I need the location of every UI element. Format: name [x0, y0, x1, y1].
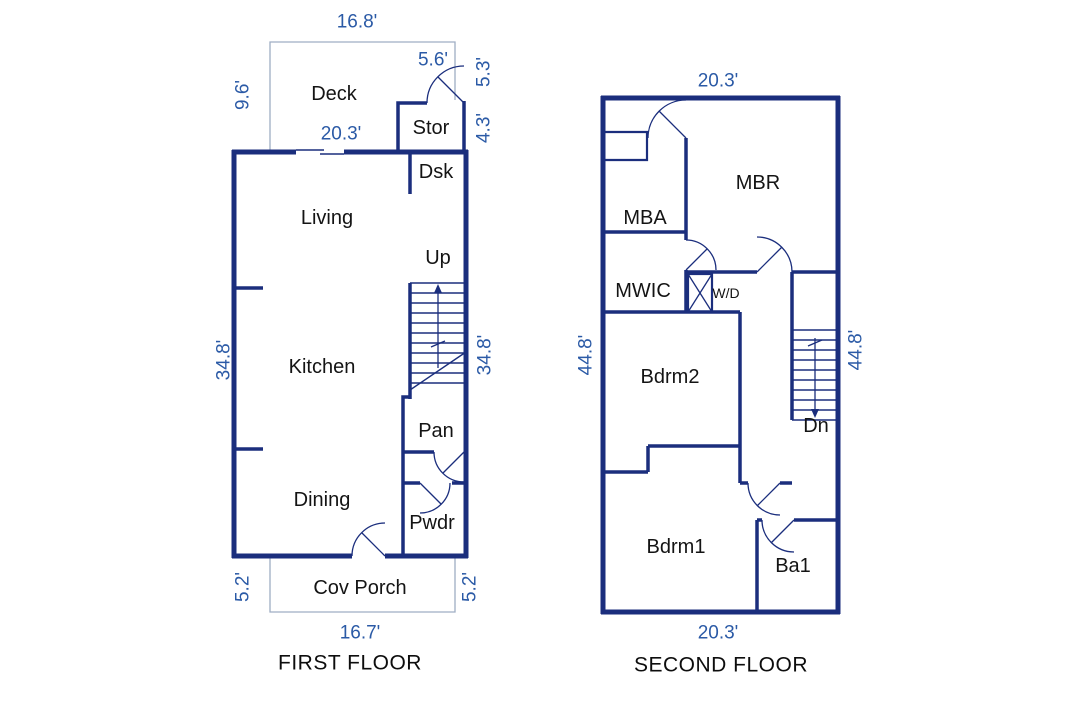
second-floor-plan: MBR MBA MWIC W/D Bdrm2 Dn Bdrm1 Ba1 20.3…	[576, 71, 867, 677]
stairs-up-arrowhead	[434, 284, 442, 293]
first-floor-title: FIRST FLOOR	[278, 652, 422, 675]
room-label-stor: Stor	[413, 117, 450, 139]
wd-cross-2	[687, 273, 713, 313]
dim-porch-depth-left: 5.2'	[233, 572, 254, 602]
room-label-bdrm1: Bdrm1	[647, 536, 706, 558]
room-label-mbr: MBR	[736, 172, 780, 194]
wd-box	[686, 272, 714, 314]
mwic-door-leaf	[685, 248, 708, 271]
pwdr-door-leaf	[419, 482, 442, 505]
dim-stor-depth: 5.3'	[474, 57, 495, 87]
first-floor-exterior-wall	[231, 149, 469, 559]
dim-stor-door-width: 5.6'	[418, 50, 448, 71]
room-label-living: Living	[301, 207, 353, 229]
dim-second-depth-right: 44.8'	[846, 330, 867, 371]
room-label-pwdr: Pwdr	[409, 512, 455, 534]
stairs-down-arrowhead	[811, 409, 819, 418]
deck-outline	[269, 41, 456, 152]
dim-stor-height: 4.3'	[474, 113, 495, 143]
stairs-up	[409, 282, 467, 391]
room-label-dn: Dn	[803, 415, 829, 437]
room-label-dining: Dining	[294, 489, 351, 511]
dim-main-depth-right: 34.8'	[475, 335, 496, 376]
room-label-wd: W/D	[712, 285, 739, 301]
front-door-arc	[351, 522, 386, 557]
second-floor-title: SECOND FLOOR	[634, 654, 808, 677]
room-label-kitchen: Kitchen	[289, 356, 356, 378]
dim-porch-width: 16.7'	[340, 623, 381, 644]
dim-main-width: 20.3'	[321, 124, 362, 145]
room-label-ba1: Ba1	[775, 555, 811, 577]
stor-door-arc	[426, 65, 465, 104]
deck-slider-door	[296, 149, 344, 155]
mba-shower-box	[603, 130, 649, 162]
room-label-up: Up	[425, 247, 451, 269]
mba-door-leaf	[658, 110, 687, 139]
pan-pwdr-side-wall	[401, 395, 410, 556]
dim-second-width-bottom: 20.3'	[698, 623, 739, 644]
washer-dryer-symbol	[686, 272, 714, 314]
room-label-mwic: MWIC	[615, 280, 671, 302]
room-label-bdrm2: Bdrm2	[641, 366, 700, 388]
stairs-down-tick	[807, 339, 823, 347]
room-label-deck: Deck	[311, 83, 358, 105]
pan-door-leaf	[442, 451, 465, 474]
dim-second-width-top: 20.3'	[698, 71, 739, 92]
stairs-down	[792, 329, 838, 421]
room-label-cov-porch: Cov Porch	[313, 577, 406, 599]
room-label-mba: MBA	[623, 207, 667, 229]
mwic-door-arc	[685, 239, 717, 271]
dim-porch-depth-right: 5.2'	[460, 572, 481, 602]
pan-door-arc	[433, 451, 465, 483]
mbr-door-leaf	[756, 246, 783, 273]
dim-second-depth-left: 44.8'	[576, 335, 597, 376]
cov-porch-outline	[269, 556, 456, 613]
front-door-leaf	[361, 532, 386, 557]
ba1-door-leaf	[770, 519, 795, 544]
stairs-up-tick	[430, 340, 446, 348]
stor-door-leaf	[437, 76, 465, 104]
first-floor-plan: Deck Stor Dsk Living Up Kitchen Pan Dini…	[214, 12, 496, 675]
second-floor-exterior-wall	[600, 95, 841, 615]
dim-deck-width: 16.8'	[337, 12, 378, 33]
dim-main-depth-left: 34.8'	[214, 340, 235, 381]
room-label-pan: Pan	[418, 420, 454, 442]
stairs-up-break-line	[409, 351, 467, 391]
room-label-dsk: Dsk	[419, 161, 454, 183]
bdrm2-bottom-wall	[603, 444, 740, 474]
dim-deck-depth: 9.6'	[233, 80, 254, 110]
pwdr-door-arc	[419, 482, 451, 514]
bdrm1-door-leaf	[756, 482, 781, 507]
stor-walls	[396, 101, 466, 153]
